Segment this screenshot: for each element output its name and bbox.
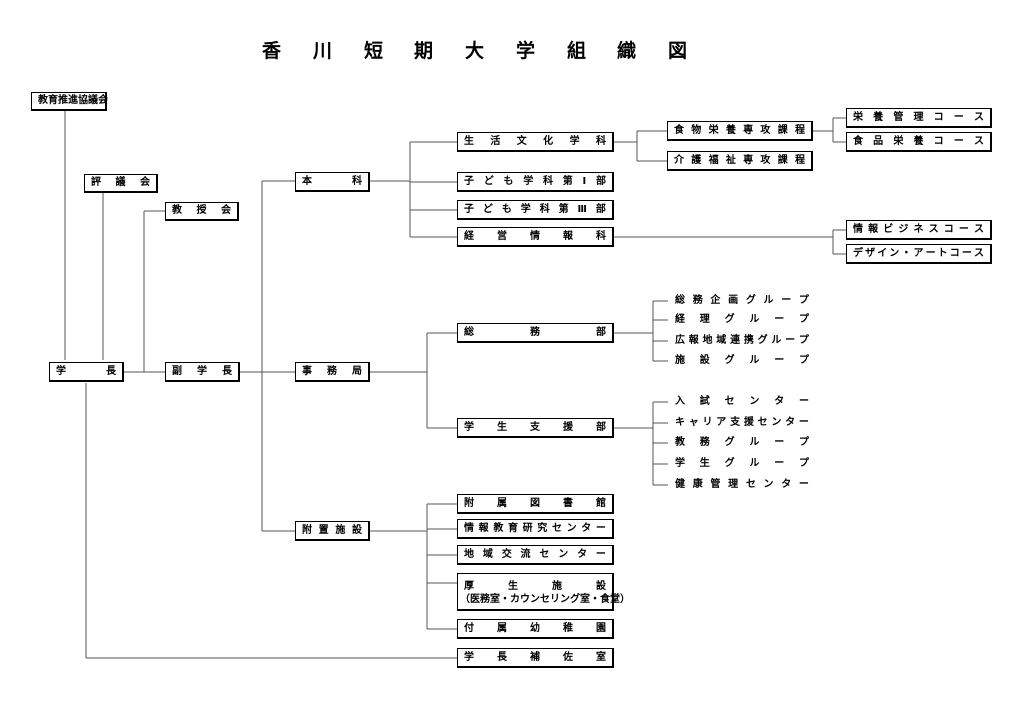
shien-group-item: 健康管理センター xyxy=(675,479,809,490)
gakusei-shienbu-label: 学生支援部 xyxy=(464,421,606,433)
keiei-joho-label: 経営情報科 xyxy=(464,230,606,242)
kaigo-box: 介護福祉専攻課程 xyxy=(667,151,813,171)
yochien-box: 付属幼稚園 xyxy=(457,619,614,639)
design-art-box: デザイン・アートコース xyxy=(846,244,992,264)
fukugakucho-label: 副学長 xyxy=(172,365,232,377)
seikatsu-bunka-label: 生活文化学科 xyxy=(464,135,606,147)
joho-kyoiku-label: 情報教育研究センター xyxy=(464,522,606,534)
somu-group-item: 総務企画グループ xyxy=(675,295,809,306)
kosei-shisetsu-box: 厚生施設 （医務室・カウンセリング室・食堂） xyxy=(457,573,630,611)
shokuhin-eiyo-box: 食品栄養コース xyxy=(846,132,992,152)
seikatsu-bunka-box: 生活文化学科 xyxy=(457,132,614,152)
page-title: 香川短期大学組織図 xyxy=(262,40,688,62)
kyojukai-box: 教授会 xyxy=(165,202,239,221)
jimukyoku-label: 事務局 xyxy=(302,365,362,377)
kaigo-label: 介護福祉専攻課程 xyxy=(674,154,805,166)
gakucho-hosa-box: 学長補佐室 xyxy=(457,648,614,668)
honka-label: 本科 xyxy=(302,175,362,187)
kosei-shisetsu-label: 厚生施設 xyxy=(464,581,606,592)
kyojukai-label: 教授会 xyxy=(172,205,231,216)
toshokan-label: 附属図書館 xyxy=(464,497,606,509)
joho-kyoiku-box: 情報教育研究センター xyxy=(457,519,614,539)
gakusei-shienbu-box: 学生支援部 xyxy=(457,418,614,438)
fukugakucho-box: 副学長 xyxy=(165,362,240,382)
honka-box: 本科 xyxy=(295,172,370,192)
somu-group-item: 施設グループ xyxy=(675,355,809,366)
somubu-label: 総務部 xyxy=(464,326,606,338)
chiiki-koryu-box: 地域交流センター xyxy=(457,545,614,565)
hyogikai-box: 評議会 xyxy=(84,174,158,193)
fuchi-shisetsu-label: 附置施設 xyxy=(302,524,362,536)
somu-group-item: 広報地域連携グループ xyxy=(675,335,809,346)
eiyo-kanri-box: 栄養管理コース xyxy=(846,108,992,128)
shien-group-item: 入試センター xyxy=(675,396,809,407)
joho-business-label: 情報ビジネスコース xyxy=(853,223,984,235)
hyogikai-label: 評議会 xyxy=(91,177,150,188)
fuchi-shisetsu-box: 附置施設 xyxy=(295,521,370,541)
shien-group-item: キャリア支援センター xyxy=(675,417,809,428)
toshokan-box: 附属図書館 xyxy=(457,494,614,514)
shokumotsu-box: 食物栄養専攻課程 xyxy=(667,121,813,141)
keiei-joho-box: 経営情報科 xyxy=(457,227,614,247)
joho-business-box: 情報ビジネスコース xyxy=(846,220,992,240)
design-art-label: デザイン・アートコース xyxy=(853,247,984,259)
somu-group-item: 経理グループ xyxy=(675,314,809,325)
shokumotsu-label: 食物栄養専攻課程 xyxy=(674,124,805,136)
kosei-detail-label: （医務室・カウンセリング室・食堂） xyxy=(460,594,630,605)
gakucho-label: 学長 xyxy=(56,365,116,377)
eiyo-kanri-label: 栄養管理コース xyxy=(853,111,984,123)
chiiki-koryu-label: 地域交流センター xyxy=(464,548,606,560)
gakucho-hosa-label: 学長補佐室 xyxy=(464,651,606,663)
yochien-label: 付属幼稚園 xyxy=(464,622,606,634)
shien-group-item: 学生グループ xyxy=(675,458,809,469)
jimukyoku-box: 事務局 xyxy=(295,362,370,382)
kyoiku-suishin-box: 教育推進協議会 xyxy=(31,92,108,111)
shien-group-item: 教務グループ xyxy=(675,437,809,448)
gakucho-box: 学長 xyxy=(49,362,124,382)
kyoiku-suishin-label: 教育推進協議会 xyxy=(38,95,108,106)
somubu-box: 総務部 xyxy=(457,323,614,343)
shokuhin-eiyo-label: 食品栄養コース xyxy=(853,135,984,147)
